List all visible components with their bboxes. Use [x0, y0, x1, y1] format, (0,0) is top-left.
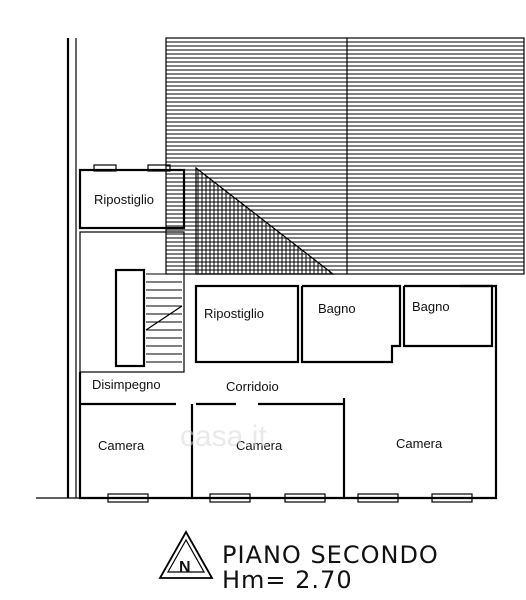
stair-arrow — [145, 305, 183, 331]
void-hatch — [197, 169, 331, 274]
bagno-left-room — [300, 284, 402, 364]
label-disimpegno: Disimpegno — [92, 377, 161, 392]
stair-block — [79, 231, 185, 373]
label-ripostiglio-top: Ripostiglio — [94, 192, 154, 207]
north-arrow-letter: N — [179, 559, 191, 576]
label-bagno-left: Bagno — [318, 301, 356, 316]
window-bottom-5 — [431, 493, 473, 503]
stair-steps — [146, 273, 182, 363]
window-top-2 — [147, 164, 171, 172]
roof-terrace — [166, 41, 524, 271]
north-arrow-icon: N — [158, 530, 214, 579]
label-camera-left: Camera — [98, 438, 145, 453]
roof-outline — [165, 37, 525, 275]
window-bottom-3 — [284, 493, 326, 503]
stair-core — [114, 268, 146, 368]
window-bottom-2 — [209, 493, 251, 503]
label-ripostiglio-mid: Ripostiglio — [204, 306, 264, 321]
label-corridoio: Corridoio — [226, 379, 279, 394]
window-bottom-4 — [357, 493, 399, 503]
window-top-1 — [93, 164, 117, 172]
main-outline — [78, 372, 192, 500]
height-label: Hm= 2.70 — [222, 566, 353, 594]
watermark: casa.it — [180, 420, 267, 453]
label-bagno-right: Bagno — [412, 299, 450, 314]
floor-title: PIANO SECONDO — [222, 541, 439, 569]
bagno-right-room — [402, 284, 494, 348]
label-camera-mid: Camera — [236, 438, 283, 453]
void-outline — [195, 166, 335, 275]
ripostiglio-mid-room — [194, 284, 300, 364]
label-camera-right: Camera — [396, 436, 443, 451]
window-bottom-1 — [107, 493, 149, 503]
ripostiglio-top-room — [78, 168, 186, 230]
